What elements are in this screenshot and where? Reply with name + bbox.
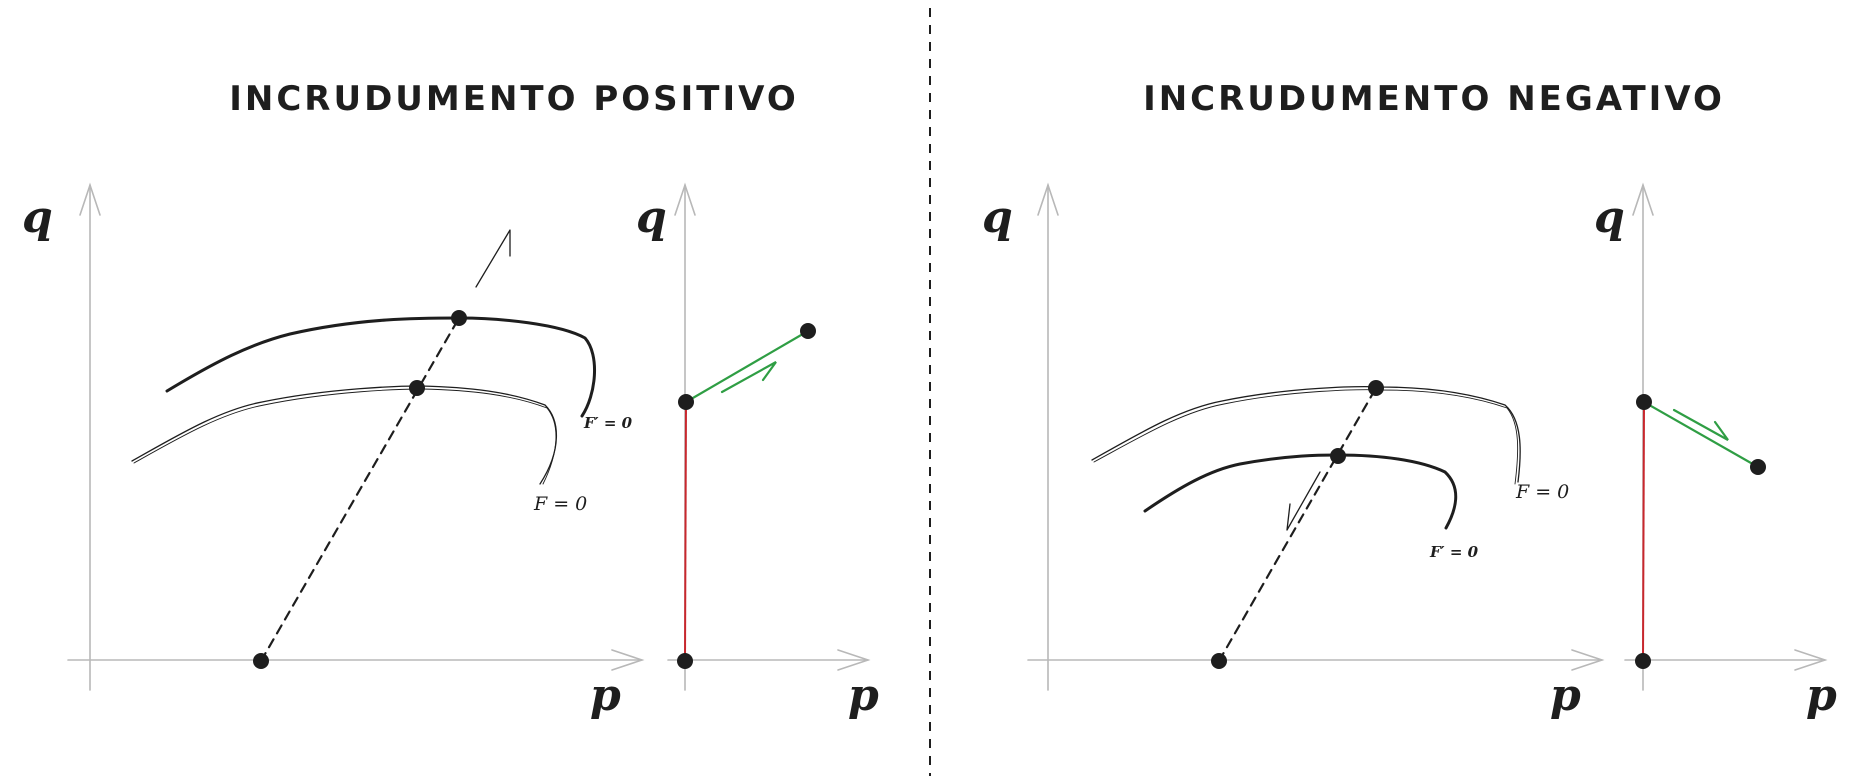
initial-yield-point xyxy=(1368,380,1384,396)
x-axis-arrowhead xyxy=(837,649,871,671)
origin-point xyxy=(677,653,693,669)
left-panel-title: INCRUDUMENTO POSITIVO xyxy=(229,79,799,119)
plastic-stress-path xyxy=(1642,400,1760,469)
left-main-plot: q p F′ = 0 F = 0 xyxy=(22,182,645,721)
current-curve-label: F′ = 0 xyxy=(1429,543,1479,561)
radial-dashed-line xyxy=(259,316,461,663)
plastic-path-arrow xyxy=(720,361,777,394)
final-stress-point xyxy=(1750,459,1766,475)
y-axis-label: q xyxy=(22,192,53,243)
current-yield-curve xyxy=(165,316,596,418)
right-main-plot: q p F = 0 F′ = 0 xyxy=(982,182,1605,721)
isotropic-point xyxy=(253,653,269,669)
initial-curve-label: F = 0 xyxy=(1515,481,1569,503)
initial-yield-point xyxy=(409,380,425,396)
y-axis-label: q xyxy=(636,192,667,243)
x-axis-label: p xyxy=(1550,670,1581,721)
right-panel: INCRUDUMENTO NEGATIVO q p F = 0 F′ = 0 xyxy=(982,79,1837,721)
plastic-path-arrow xyxy=(1672,408,1729,441)
contraction-arrow xyxy=(1286,471,1321,531)
y-axis-label: q xyxy=(982,192,1013,243)
right-panel-title: INCRUDUMENTO NEGATIVO xyxy=(1143,79,1725,119)
left-panel: INCRUDUMENTO POSITIVO q p F′ = 0 F = 0 xyxy=(22,79,879,721)
elastic-stress-path xyxy=(684,401,687,662)
right-stress-path-plot: q p xyxy=(1594,182,1837,721)
current-yield-point xyxy=(1330,448,1346,464)
yield-onset-point xyxy=(678,394,694,410)
x-axis-arrowhead xyxy=(1571,649,1605,671)
x-axis-arrowhead xyxy=(611,649,645,671)
initial-yield-curve xyxy=(1091,386,1521,483)
initial-yield-curve xyxy=(131,385,558,485)
initial-curve-label: F = 0 xyxy=(533,493,587,515)
y-axis-arrowhead xyxy=(1632,182,1654,216)
plastic-stress-path xyxy=(684,329,810,404)
current-curve-label: F′ = 0 xyxy=(583,414,633,432)
current-yield-curve xyxy=(1143,453,1458,530)
x-axis-arrowhead xyxy=(1794,649,1828,671)
x-axis-label: p xyxy=(1806,670,1837,721)
y-axis-arrowhead xyxy=(674,182,696,216)
expansion-arrow xyxy=(475,229,511,288)
radial-dashed-line xyxy=(1217,386,1378,663)
y-axis-arrowhead xyxy=(79,182,101,216)
y-axis-label: q xyxy=(1594,192,1625,243)
initial-yield-curve-edge xyxy=(133,388,557,485)
origin-point xyxy=(1635,653,1651,669)
current-yield-point xyxy=(451,310,467,326)
y-axis-arrowhead xyxy=(1037,182,1059,216)
x-axis-label: p xyxy=(590,670,621,721)
initial-yield-curve-edge xyxy=(1093,389,1519,485)
yield-onset-point xyxy=(1636,394,1652,410)
final-stress-point xyxy=(800,323,816,339)
isotropic-point xyxy=(1211,653,1227,669)
left-stress-path-plot: q p xyxy=(636,182,879,721)
elastic-stress-path xyxy=(1642,401,1645,662)
x-axis-label: p xyxy=(848,670,879,721)
